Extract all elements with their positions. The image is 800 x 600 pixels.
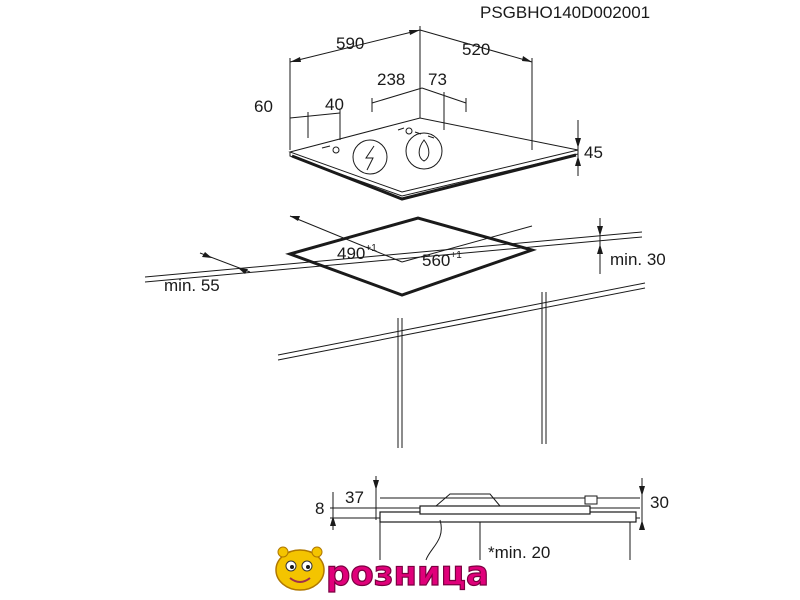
dim-73: 73 — [428, 70, 447, 89]
dim-min-55: min. 55 — [164, 276, 220, 295]
dim-238: 238 — [377, 70, 405, 89]
document-code: PSGBHO140D002001 — [480, 3, 650, 22]
dim-560: 560+1 — [422, 250, 462, 270]
dim-45: 45 — [584, 143, 603, 162]
watermark-logo: розница — [275, 546, 490, 595]
countertop-drawing — [144, 215, 646, 448]
mascot-icon — [275, 546, 325, 591]
watermark-text: розница — [326, 554, 489, 594]
dim-min-20: *min. 20 — [488, 543, 550, 562]
dim-590: 590 — [336, 34, 364, 53]
dim-min-30: min. 30 — [610, 250, 666, 269]
hob-dimension-lines — [289, 26, 581, 176]
hob-drawing — [288, 117, 579, 201]
section-drawing — [330, 476, 645, 561]
dim-520: 520 — [462, 40, 490, 59]
dim-30: 30 — [650, 493, 669, 512]
dim-40: 40 — [325, 95, 344, 114]
dim-37: 37 — [345, 488, 364, 507]
dim-490: 490+1 — [337, 243, 377, 263]
dim-8: 8 — [315, 499, 324, 518]
dim-60: 60 — [254, 97, 273, 116]
